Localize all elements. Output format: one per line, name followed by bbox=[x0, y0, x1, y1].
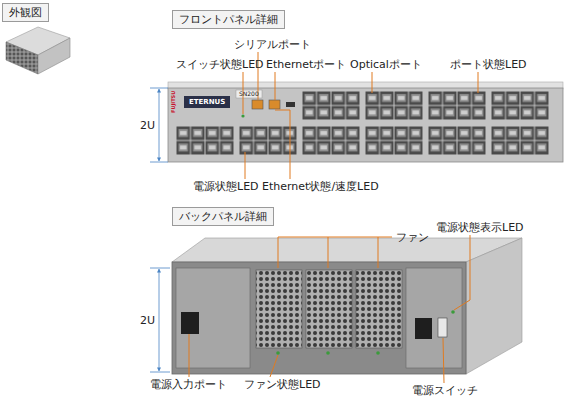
leader-line bbox=[454, 235, 470, 310]
callout-label: 電源状態LED bbox=[193, 180, 259, 193]
callout-label: Opticalポート bbox=[350, 58, 422, 71]
power-inlet bbox=[415, 318, 432, 339]
power-led bbox=[451, 310, 455, 314]
dimension-line bbox=[159, 89, 160, 161]
callout-label: 電源状態表示LED bbox=[436, 221, 524, 234]
fan-led bbox=[376, 351, 380, 355]
callout-label: Ethernetポート bbox=[266, 58, 346, 71]
leader-line bbox=[278, 237, 392, 268]
optical-port-group bbox=[428, 91, 486, 120]
leader-line bbox=[372, 72, 373, 93]
device-marking: SN200 bbox=[239, 90, 259, 97]
power-supply bbox=[176, 268, 250, 368]
brand-band bbox=[184, 96, 230, 108]
leader-line bbox=[189, 334, 190, 377]
dimension-tick bbox=[150, 88, 168, 89]
callout-label: ファン bbox=[396, 231, 429, 244]
heading-text: バックパネル詳細 bbox=[179, 210, 267, 223]
serial-port bbox=[252, 100, 263, 109]
callout-label: 電源スイッチ bbox=[412, 384, 478, 397]
callout-label: 2U bbox=[140, 119, 155, 132]
callout-label: シリアルポート bbox=[234, 38, 311, 51]
optical-port-group bbox=[302, 91, 360, 120]
model-plate bbox=[236, 90, 262, 98]
dimension-tick bbox=[150, 372, 170, 373]
device-marking: FUJITSU bbox=[170, 91, 176, 113]
leader-line bbox=[270, 355, 278, 377]
leader-line bbox=[275, 72, 276, 100]
front-panel bbox=[168, 82, 563, 162]
device-side bbox=[466, 238, 522, 374]
callout-label: ポート状態LED bbox=[450, 58, 527, 71]
usb-port bbox=[286, 102, 295, 107]
power-switch bbox=[438, 318, 447, 337]
optical-port-group bbox=[365, 126, 423, 155]
leader-line bbox=[378, 237, 379, 268]
optical-port-group bbox=[491, 126, 549, 155]
switch-led bbox=[241, 114, 244, 117]
callout-label: 電源入力ポート bbox=[150, 378, 227, 391]
section-heading-box: バックパネル詳細 bbox=[172, 207, 274, 226]
heading-text: フロントパネル詳細 bbox=[179, 13, 278, 26]
device-back-face bbox=[172, 262, 466, 374]
dimension-tick bbox=[150, 162, 168, 163]
heading-text: 外観図 bbox=[9, 6, 42, 19]
optical-port-group bbox=[365, 91, 423, 120]
ethernet-port bbox=[269, 100, 280, 109]
device-marking: ETERNUS bbox=[189, 98, 225, 106]
power-supply bbox=[406, 268, 462, 368]
callout-label: Ethernet状態/速度LED bbox=[262, 180, 379, 193]
leader-line bbox=[443, 338, 444, 383]
device-front bbox=[6, 42, 38, 74]
optical-port-group bbox=[302, 126, 360, 155]
leader-line bbox=[245, 152, 246, 179]
callout-label: スイッチ状態LED bbox=[176, 58, 264, 71]
dimension-tick bbox=[150, 268, 170, 269]
callout-label: 2U bbox=[140, 314, 155, 327]
exterior-view bbox=[6, 27, 70, 74]
leader-line bbox=[275, 110, 290, 179]
fan-led bbox=[276, 351, 280, 355]
device-front-face bbox=[168, 88, 563, 162]
section-heading-box: フロントパネル詳細 bbox=[172, 10, 285, 29]
fan-unit bbox=[356, 270, 402, 348]
leader-line bbox=[478, 72, 479, 93]
optical-port-group bbox=[239, 126, 297, 155]
device-side bbox=[38, 38, 70, 74]
power-inlet bbox=[181, 312, 199, 334]
fan-led bbox=[326, 351, 330, 355]
fan-unit bbox=[306, 270, 352, 348]
callout-label: ファン状態LED bbox=[244, 378, 321, 391]
optical-port-group bbox=[176, 126, 234, 155]
dimension-line bbox=[159, 269, 160, 371]
leader-line bbox=[328, 237, 329, 268]
optical-port-group bbox=[491, 91, 549, 120]
optical-port-group bbox=[428, 126, 486, 155]
section-heading-box: 外観図 bbox=[2, 3, 49, 22]
fan-unit bbox=[256, 270, 302, 348]
